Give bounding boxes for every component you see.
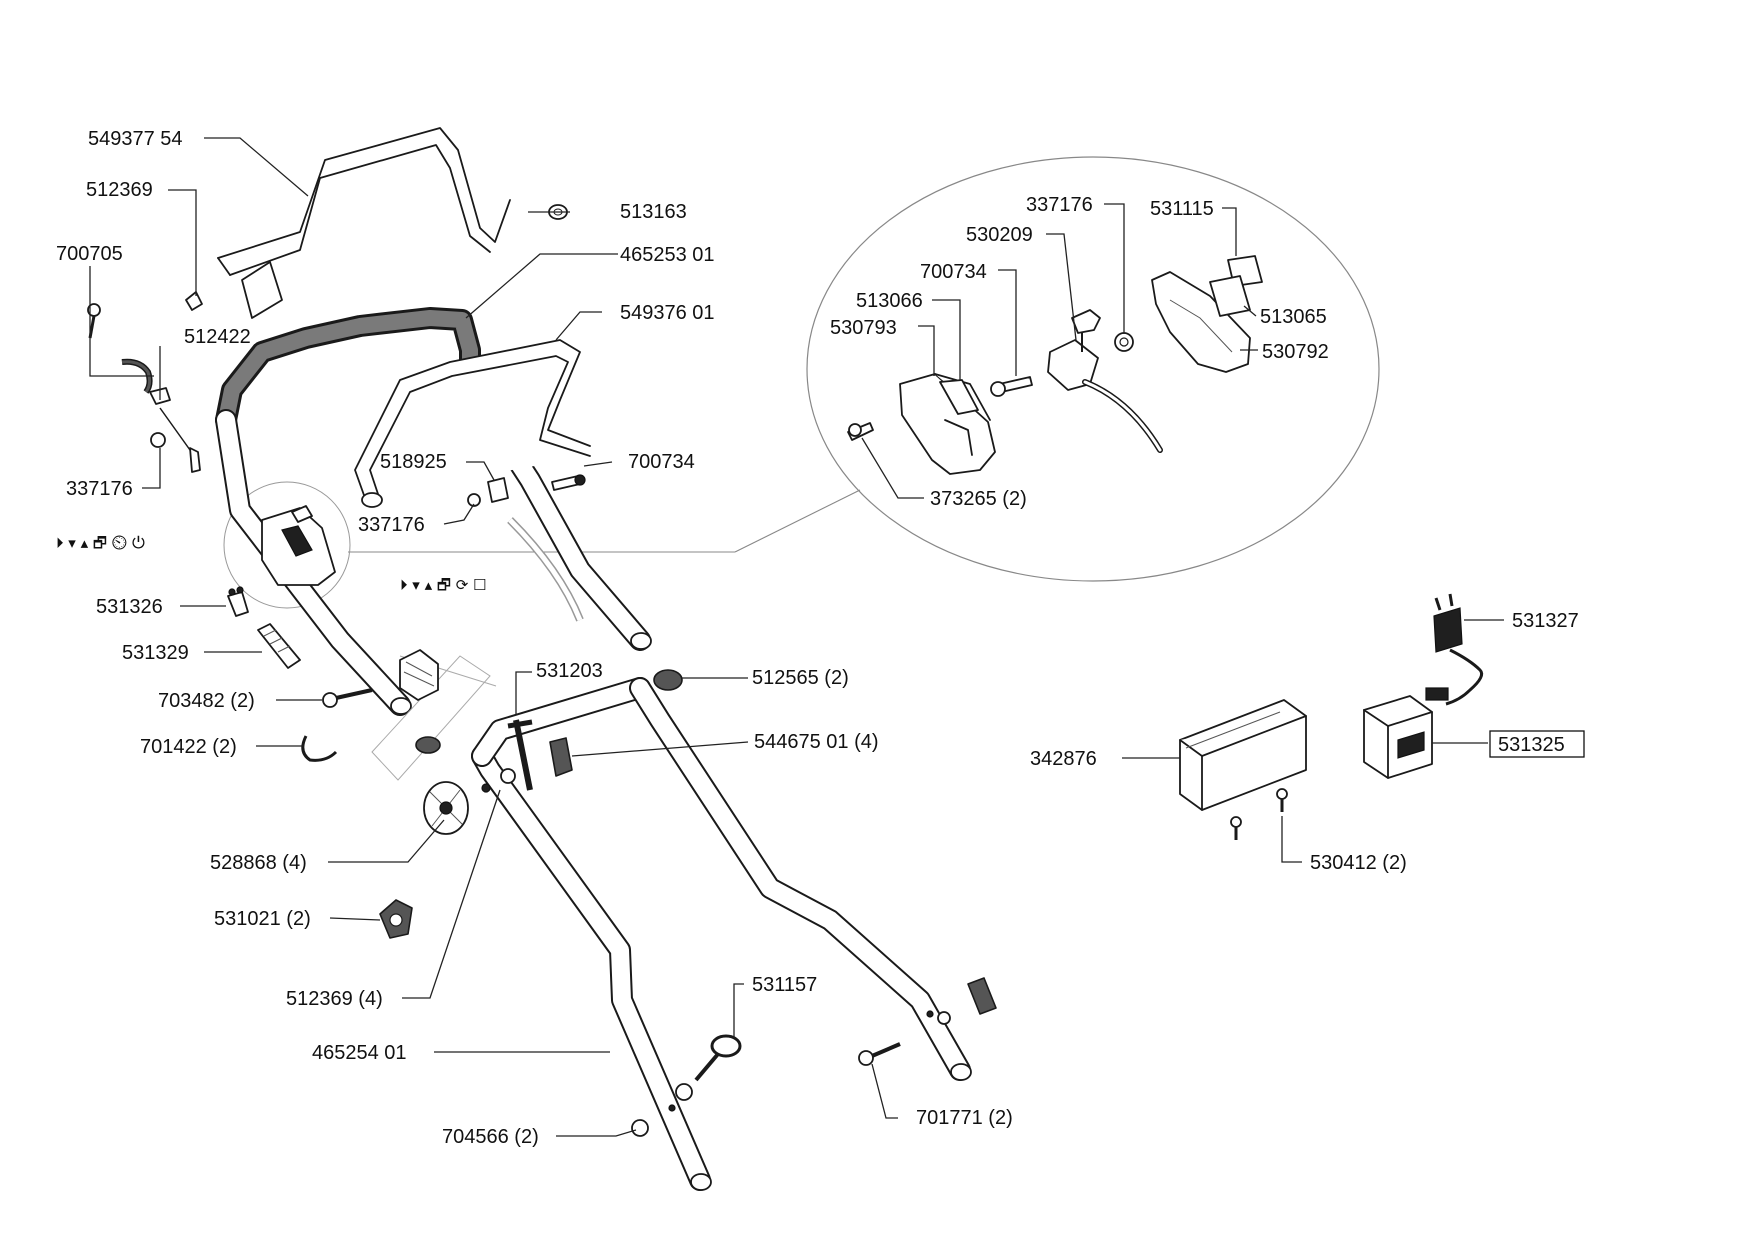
leader-lines (89, 137, 1504, 1137)
bail-bar-549376-01 (354, 339, 591, 508)
label-513163: 513163 (620, 201, 687, 223)
label-531329: 531329 (122, 642, 189, 664)
charger-531327 (1425, 593, 1484, 706)
bolt-701771 (858, 1042, 901, 1066)
nut-337176-mid (467, 493, 481, 507)
clip-701422 (301, 735, 338, 762)
label-703482: 703482 (2) (158, 690, 255, 712)
label-337176-mid: 337176 (358, 514, 425, 536)
spring-531329 (257, 623, 301, 669)
label-549376-01: 549376 01 (620, 302, 715, 324)
label-701422: 701422 (2) (140, 736, 237, 758)
label-465253-01: 465253 01 (620, 244, 715, 266)
detail-cover-530792 (1151, 271, 1251, 373)
eyebolt-531157 (694, 1034, 742, 1082)
clip-512369-4 (500, 768, 516, 784)
label-512565: 512565 (2) (752, 667, 849, 689)
part-labels: 549377 54 512369 700705 512422 337176 51… (56, 128, 1585, 1148)
label-531021: 531021 (2) (214, 908, 311, 930)
label-530792: 530792 (1262, 341, 1329, 363)
label-531325: 531325 (1498, 734, 1565, 756)
label-342876: 342876 (1030, 748, 1097, 770)
label-700705: 700705 (56, 243, 123, 265)
label-337176-detail: 337176 (1026, 194, 1093, 216)
knob-531021 (379, 899, 413, 939)
cable-end (159, 407, 201, 473)
label-513065: 513065 (1260, 306, 1327, 328)
detail-pad-513066 (939, 379, 979, 415)
bolt-703482 (322, 688, 373, 708)
cable-clip-512369 (185, 291, 203, 311)
label-544675-01: 544675 01 (4) (754, 731, 879, 753)
holder-531325 (1363, 695, 1433, 779)
control-box (261, 505, 336, 586)
label-531157: 531157 (752, 974, 817, 996)
label-528868: 528868 (4) (210, 852, 307, 874)
screw-700705 (87, 303, 101, 339)
knob-544675-right (937, 977, 997, 1025)
label-373265: 373265 (2) (930, 488, 1027, 510)
label-512422: 512422 (184, 326, 251, 348)
nut-704566 (631, 1083, 693, 1137)
detail-bolt-700734 (990, 376, 1033, 397)
bolt-531203 (507, 719, 533, 791)
detail-screw-373265 (847, 422, 874, 441)
label-337176-left: 337176 (66, 478, 133, 500)
cable-run (507, 517, 584, 622)
label-531203: 531203 (536, 660, 603, 682)
glyph-row-1: ⏵ ▾ ▴ 🗗 ⏲ ⏻ (56, 534, 145, 552)
plug-512565 (653, 669, 683, 691)
glyph-row-2: ⏵ ▾ ▴ 🗗 ⟳ ☐ (400, 576, 487, 594)
cable-holder-518925 (487, 477, 509, 503)
label-531325-box (1489, 730, 1585, 758)
label-513066: 513066 (856, 290, 923, 312)
connector-531326 (227, 586, 249, 617)
knob-528868 (423, 781, 469, 835)
detail-strip-513065 (1209, 275, 1251, 317)
label-700734-detail: 700734 (920, 261, 987, 283)
label-704566: 704566 (2) (442, 1126, 539, 1148)
label-700734-mid: 700734 (628, 451, 695, 473)
label-530209: 530209 (966, 224, 1033, 246)
detail-lever-530209 (1047, 309, 1163, 453)
label-549377-54: 549377 54 (88, 128, 183, 150)
screws-530412 (1230, 788, 1288, 840)
label-512369-4: 512369 (4) (286, 988, 383, 1010)
label-530412: 530412 (2) (1310, 852, 1407, 874)
label-531327: 531327 (1512, 610, 1579, 632)
label-518925: 518925 (380, 451, 447, 473)
label-531115: 531115 (1150, 198, 1214, 220)
label-512369: 512369 (86, 179, 153, 201)
knob-544675-01 (549, 737, 573, 777)
lower-handle-465254-01 (471, 677, 972, 1191)
label-530793: 530793 (830, 317, 897, 339)
handle-bar-549377-54 (217, 127, 511, 319)
detail-nut-337176 (1114, 332, 1134, 352)
screw-700734-mid (551, 474, 586, 491)
spring-512422 (121, 358, 171, 405)
knob-upper (399, 649, 439, 701)
battery-342876 (1179, 699, 1307, 811)
grip-handle-465253-01 (215, 307, 481, 431)
knob-button (415, 736, 441, 754)
nut-337176 (150, 432, 166, 448)
label-465254-01: 465254 01 (312, 1042, 407, 1064)
label-531326: 531326 (96, 596, 163, 618)
label-701771: 701771 (2) (916, 1107, 1013, 1129)
